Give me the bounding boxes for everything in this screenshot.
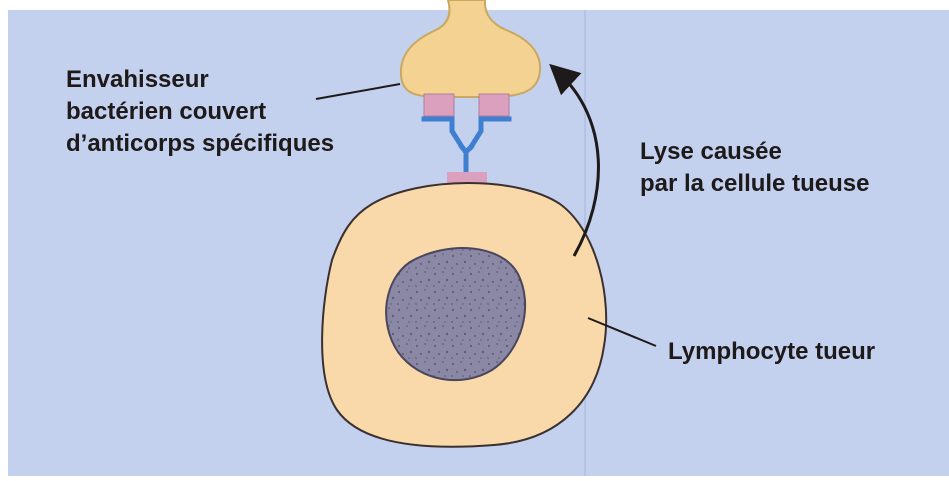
killer-label: Lymphocyte tueur xyxy=(668,336,875,368)
invader-label-line-1: Envahisseur xyxy=(66,64,209,96)
invader-label-line-3: d’anticorps spécifiques xyxy=(66,128,334,160)
lysis-label-line-2: par la cellule tueuse xyxy=(640,168,869,200)
antigen-left xyxy=(424,94,454,116)
invader-label-line-2: bactérien couvert xyxy=(66,96,266,128)
lysis-label-line-1: Lyse causée xyxy=(640,136,782,168)
antigen-right xyxy=(479,94,509,116)
